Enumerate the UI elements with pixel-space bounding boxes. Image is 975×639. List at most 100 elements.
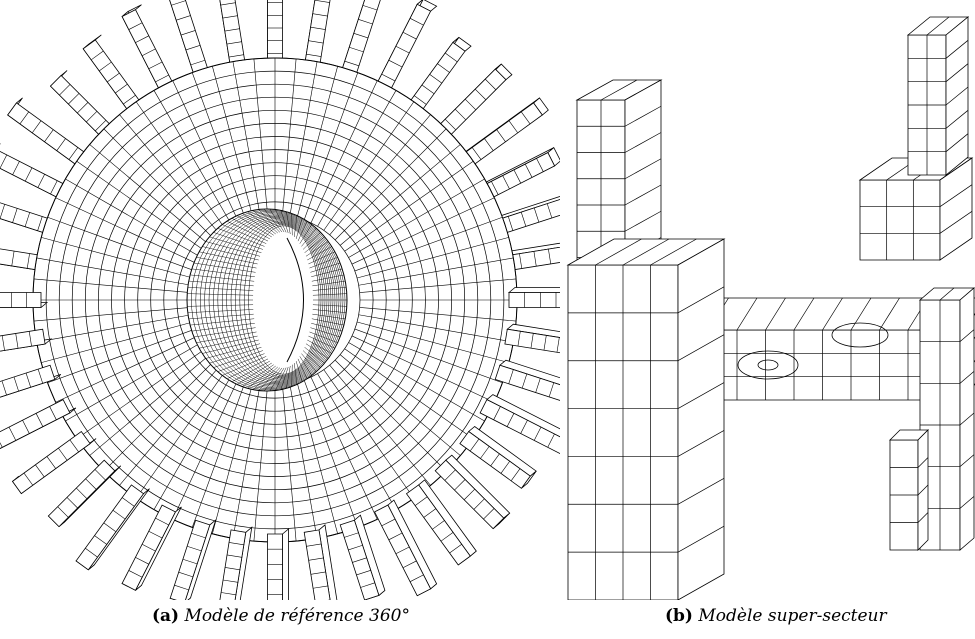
blade-grid-line xyxy=(77,102,89,114)
blade-grid-line xyxy=(223,579,238,583)
blade-grid-line xyxy=(85,478,97,490)
blade-grid-line xyxy=(107,72,120,83)
blade-grid-line xyxy=(115,83,128,94)
mesh-360-disk-drawing xyxy=(0,0,560,600)
disk-spoke xyxy=(33,307,191,322)
blade xyxy=(459,425,537,489)
grid-line xyxy=(793,297,815,331)
blade-grid-line xyxy=(536,158,544,172)
blade-right-cross-front xyxy=(859,179,941,261)
blade-grid-line xyxy=(409,18,424,26)
blade-face xyxy=(219,0,247,71)
grid-line xyxy=(959,329,975,342)
blade-grid-line xyxy=(23,472,34,486)
blade-grid-line xyxy=(12,161,20,175)
grid-line xyxy=(945,40,969,59)
hub-line xyxy=(291,213,293,236)
hub-line xyxy=(247,211,276,235)
blade-grid-line xyxy=(12,208,18,223)
blade-grid-line xyxy=(11,251,15,266)
hub-line xyxy=(242,213,274,236)
hub-line xyxy=(275,367,287,391)
blade xyxy=(405,479,477,566)
blade-right-lower xyxy=(889,429,929,551)
blade-face xyxy=(0,292,42,308)
disk-spoke xyxy=(310,80,378,224)
blade-grid-line xyxy=(519,253,523,269)
disk-spoke xyxy=(153,90,233,227)
grid-line xyxy=(945,86,969,106)
blade-grid-line xyxy=(91,50,104,61)
blade-grid-line xyxy=(432,520,445,530)
blade-grid-line xyxy=(44,129,54,142)
blade-grid-line xyxy=(141,544,156,552)
blade xyxy=(459,97,549,170)
hub-line xyxy=(312,313,346,320)
blade-grid-line xyxy=(190,59,206,66)
blade-grid-line xyxy=(37,216,43,231)
blade-face xyxy=(267,0,283,67)
blade-grid-line xyxy=(31,120,42,134)
hub-line xyxy=(188,280,254,287)
blade xyxy=(219,0,247,71)
hub-line xyxy=(312,287,347,291)
grid-line xyxy=(822,297,843,331)
blade-grid-line xyxy=(122,497,135,507)
grid-line xyxy=(917,512,929,523)
grid-line xyxy=(959,454,975,467)
hub-line xyxy=(302,232,321,250)
grid-line xyxy=(622,238,670,266)
blade xyxy=(479,146,560,201)
blade-grid-line xyxy=(174,584,189,591)
disk-spoke xyxy=(153,373,233,510)
blade xyxy=(507,287,560,308)
blade-grid-line xyxy=(473,498,485,510)
hub-line xyxy=(304,347,325,364)
blade-grid-line xyxy=(490,453,500,467)
blade xyxy=(219,526,253,600)
hub-line xyxy=(299,356,312,376)
grid-line xyxy=(677,477,725,505)
blade-grid-line xyxy=(306,53,322,57)
blade xyxy=(339,0,381,81)
blade-grid-line xyxy=(226,41,242,45)
disk-spoke xyxy=(33,278,191,293)
hub-line xyxy=(231,360,270,382)
grid-line xyxy=(624,184,662,206)
hub-line xyxy=(199,251,258,265)
blade-grid-line xyxy=(37,174,45,188)
disk-spoke xyxy=(232,61,261,217)
blade-grid-line xyxy=(506,413,515,427)
blade-grid-line xyxy=(0,154,8,169)
disk-spoke xyxy=(354,328,503,384)
blade-grid-line xyxy=(507,216,514,231)
hub-line xyxy=(299,224,312,244)
disk-spoke xyxy=(89,354,211,456)
hub-line xyxy=(309,331,338,343)
blade xyxy=(405,36,472,116)
blade xyxy=(121,504,182,591)
disk-spoke xyxy=(296,66,338,218)
disk-spoke xyxy=(55,197,199,265)
blade-grid-line xyxy=(475,88,487,100)
hub-line xyxy=(295,361,303,382)
blade-grid-line xyxy=(66,497,78,509)
hub-line xyxy=(310,327,341,338)
hub-line xyxy=(222,224,267,244)
disk-spoke xyxy=(348,342,485,422)
disk-spoke xyxy=(310,376,378,520)
blade-grid-line xyxy=(171,0,186,6)
hub-line xyxy=(222,356,267,376)
blade-grid-line xyxy=(449,543,462,554)
hub-line xyxy=(217,353,265,372)
blade xyxy=(339,514,386,600)
blade xyxy=(434,63,513,141)
hub-line xyxy=(312,293,347,296)
blades-front xyxy=(0,287,560,600)
hub-line xyxy=(297,221,308,242)
hub-line xyxy=(247,365,276,389)
hub-line xyxy=(231,218,270,240)
blade-grid-line xyxy=(312,13,328,17)
blade-grid-line xyxy=(155,517,169,526)
blade-grid-line xyxy=(228,54,244,58)
